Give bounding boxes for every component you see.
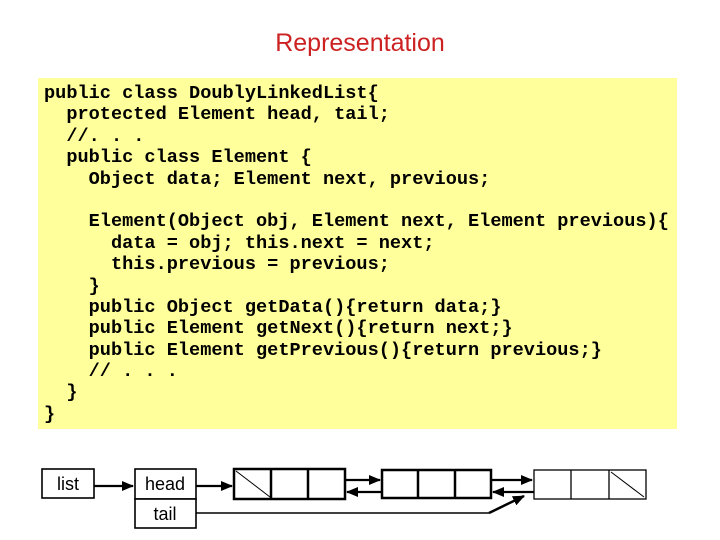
code-line: } (44, 275, 100, 297)
code-line: // . . . (44, 361, 178, 383)
code-line: public Object getData(){return data;} (44, 296, 502, 318)
code-line: } (44, 403, 56, 425)
node1-box (232, 467, 347, 501)
head-label: head (145, 474, 185, 494)
code-line: this.previous = previous; (44, 254, 390, 276)
code-line: public class Element { (44, 147, 312, 169)
code-line (44, 190, 677, 211)
code-line: } (44, 382, 78, 404)
slide-title: Representation (275, 29, 445, 57)
code-line: Object data; Element next, previous; (44, 168, 491, 190)
code-line: public class DoublyLinkedList{ (44, 83, 379, 104)
code-line: //. . . (44, 125, 145, 147)
tail-pointer-arrow (488, 494, 525, 515)
node1-null-prev-diagonal (235, 470, 271, 498)
node3-null-next-diagonal (610, 471, 645, 498)
code-line: public Element getNext(){return next;} (44, 318, 513, 340)
list-label: list (57, 474, 79, 494)
tail-box (134, 498, 197, 529)
code-line: protected Element head, tail; (44, 104, 390, 126)
code-line: Element(Object obj, Element next, Elemen… (44, 211, 669, 233)
node2-box (380, 468, 493, 500)
code-lines: public class DoublyLinkedList{ protected… (44, 83, 677, 425)
code-line: public Element getPrevious(){return prev… (44, 339, 602, 361)
node3-box (533, 469, 647, 500)
code-block: public class DoublyLinkedList{ protected… (38, 78, 677, 429)
linked-list-diagram-svg: list head tail (41, 467, 647, 529)
list-box (41, 468, 95, 499)
code-line: data = obj; this.next = next; (44, 232, 435, 254)
linked-list-diagram: list head tail (0, 455, 720, 540)
tail-label: tail (153, 504, 176, 524)
